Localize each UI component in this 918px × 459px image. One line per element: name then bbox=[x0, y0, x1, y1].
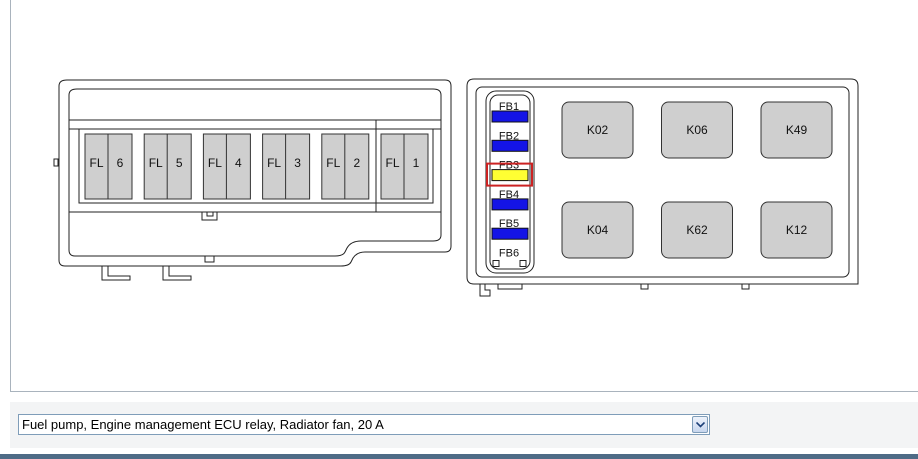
relay-body bbox=[561, 101, 634, 159]
fuse-prefix-label: FL bbox=[208, 156, 222, 170]
fuse-fl6[interactable]: FL 6 bbox=[84, 133, 133, 200]
relay-k04[interactable]: K04 bbox=[561, 201, 634, 259]
chevron-down-icon bbox=[696, 422, 705, 428]
fuse-fb1[interactable]: FB1 bbox=[491, 101, 529, 123]
fuse-blade bbox=[491, 139, 529, 152]
bottom-border bbox=[0, 454, 918, 459]
fuse-fl4[interactable]: FL 4 bbox=[202, 133, 251, 200]
relay-label: K04 bbox=[587, 223, 609, 237]
relay-k02[interactable]: K02 bbox=[561, 101, 634, 159]
fuse-fb3[interactable]: FB3 bbox=[486, 160, 533, 187]
right-fuse-box bbox=[466, 78, 859, 297]
relay-k12[interactable]: K12 bbox=[760, 201, 833, 259]
fuse-fl1[interactable]: FL 1 bbox=[380, 133, 429, 200]
fuse-slot bbox=[492, 260, 500, 267]
fuse-fb2[interactable]: FB2 bbox=[491, 130, 529, 152]
fuse-number-label: 4 bbox=[235, 156, 242, 170]
fuse-blade bbox=[491, 198, 529, 211]
circuit-select[interactable]: Fuel pump, Engine management ECU relay, … bbox=[18, 414, 710, 435]
fuse-label: FB5 bbox=[499, 218, 519, 230]
fuse-blade bbox=[491, 169, 529, 182]
fuse-number-label: 1 bbox=[413, 156, 420, 170]
relay-label: K06 bbox=[686, 123, 708, 137]
fuse-fl2[interactable]: FL 2 bbox=[321, 133, 370, 200]
fuse-blade bbox=[491, 110, 529, 123]
fuse-prefix-label: FL bbox=[326, 156, 340, 170]
fuse-fl3[interactable]: FL 3 bbox=[262, 133, 311, 200]
fuse-prefix-label: FL bbox=[89, 156, 103, 170]
fuse-fb4[interactable]: FB4 bbox=[491, 189, 529, 211]
relay-body bbox=[561, 201, 634, 259]
relay-k62[interactable]: K62 bbox=[661, 201, 733, 259]
relay-label: K02 bbox=[587, 123, 609, 137]
relay-body bbox=[760, 101, 833, 159]
dropdown-button[interactable] bbox=[692, 416, 708, 433]
fuse-label: FB3 bbox=[499, 160, 519, 172]
fuse-number-label: 3 bbox=[294, 156, 301, 170]
fuse-label: FB1 bbox=[499, 101, 519, 113]
relay-label: K12 bbox=[786, 223, 808, 237]
fuse-fb6[interactable]: FB6 bbox=[492, 248, 527, 267]
fuse-prefix-label: FL bbox=[267, 156, 281, 170]
relay-body bbox=[661, 201, 733, 259]
fuse-number-label: 5 bbox=[176, 156, 183, 170]
fuse-blade bbox=[491, 227, 529, 240]
selection-highlight bbox=[486, 162, 533, 187]
relay-label: K49 bbox=[786, 123, 808, 137]
fuse-label: FB6 bbox=[499, 248, 519, 260]
circuit-select-value: Fuel pump, Engine management ECU relay, … bbox=[22, 417, 384, 432]
relay-body bbox=[661, 101, 733, 159]
fuse-prefix-label: FL bbox=[385, 156, 399, 170]
fuse-fl5[interactable]: FL 5 bbox=[143, 133, 192, 200]
fuse-number-label: 6 bbox=[117, 156, 124, 170]
fuse-prefix-label: FL bbox=[149, 156, 163, 170]
fuse-label: FB2 bbox=[499, 130, 519, 142]
fuse-fb5[interactable]: FB5 bbox=[491, 218, 529, 240]
left-fuse-box bbox=[53, 79, 452, 281]
relay-label: K62 bbox=[686, 223, 708, 237]
relay-k49[interactable]: K49 bbox=[760, 101, 833, 159]
fuse-slot bbox=[519, 260, 527, 267]
relay-body bbox=[760, 201, 833, 259]
fuse-number-label: 2 bbox=[353, 156, 360, 170]
relay-k06[interactable]: K06 bbox=[661, 101, 733, 159]
fuse-label: FB4 bbox=[499, 189, 519, 201]
